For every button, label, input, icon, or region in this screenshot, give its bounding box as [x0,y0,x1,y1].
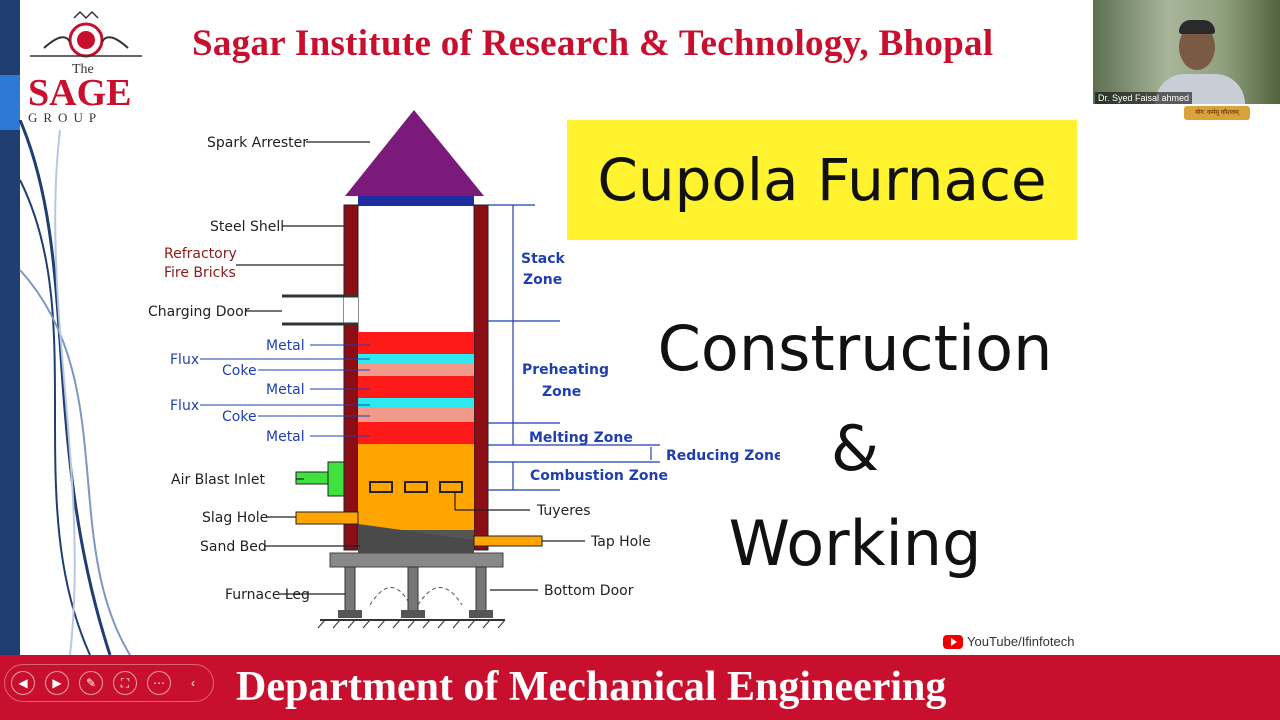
label-combustion-zone: Combustion Zone [530,468,668,484]
label-preheating-zone-1: Preheating [522,362,609,378]
tuyere-1 [369,481,393,493]
tap-hole [473,535,543,547]
label-tap-hole: Tap Hole [590,534,651,550]
air-blast-inlet [295,471,329,485]
label-charging-door: Charging Door [148,304,250,320]
institute-title: Sagar Institute of Research & Technology… [192,23,994,64]
label-refractory-1: Refractory [164,246,237,262]
decorative-curves [18,120,131,656]
charging-door-gap [344,296,358,324]
sage-logo: The SAGE GROUP [24,10,144,128]
furnace-leg-1 [344,566,356,613]
college-badge: योग: कर्मसु कौशलम् [1184,106,1250,120]
layer-coke-1 [358,364,474,376]
tuyere-3 [439,481,463,493]
cupola-title: Cupola Furnace [597,146,1047,214]
spark-arrester-roof [345,110,484,196]
crest-icon [30,10,142,58]
spark-arrester-base [358,196,474,206]
combustion-bed [358,444,474,530]
label-stack-zone-2: Zone [523,272,562,288]
left-decor-accent [0,75,20,130]
department-title: Department of Mechanical Engineering [236,664,947,710]
label-metal-1: Metal [266,338,305,354]
furnace-leg-2 [407,566,419,613]
label-melting-zone: Melting Zone [529,430,633,446]
layer-metal-3 [358,422,474,444]
furnace-leg-3 [475,566,487,613]
label-slag-hole: Slag Hole [202,510,268,526]
previous-slide-button[interactable]: ◀ [11,671,35,695]
layer-coke-2 [358,408,474,422]
logo-the: The [72,62,94,77]
layer-flux-1 [358,354,474,364]
label-stack-zone-1: Stack [521,251,566,267]
label-preheating-zone-2: Zone [542,384,581,400]
bottom-door-arc [369,587,411,606]
participant-hair [1179,20,1215,34]
label-furnace-leg: Furnace Leg [225,587,310,603]
label-metal-3: Metal [266,429,305,445]
label-tuyeres: Tuyeres [536,503,591,519]
cupola-furnace-diagram: Spark Arrester Steel Shell Refractory Fi… [148,110,780,629]
label-spark-arrester: Spark Arrester [207,135,308,151]
more-options-button[interactable]: ⋯ [147,671,171,695]
youtube-icon [943,634,963,649]
label-refractory-2: Fire Bricks [164,265,236,281]
watermark-text: YouTube/Ifinfotech [967,634,1075,649]
label-flux-2: Flux [170,398,199,414]
layer-metal-2 [358,376,474,398]
layer-flux-2 [358,398,474,408]
presentation-toolbar: ◀ ▶ ✎ ⛶ ⋯ ‹ [4,664,214,702]
logo-group: GROUP [28,110,103,125]
pen-tool-button[interactable]: ✎ [79,671,103,695]
tuyere-2 [404,481,428,493]
layer-metal-1 [358,332,474,354]
zoom-button[interactable]: ⛶ [113,671,137,695]
next-slide-button[interactable]: ▶ [45,671,69,695]
label-reducing-zone: Reducing Zone [666,448,780,464]
label-bottom-door: Bottom Door [544,583,634,599]
logo-sage: SAGE [28,72,132,114]
label-flux-1: Flux [170,352,199,368]
youtube-watermark: YouTube/Ifinfotech [943,634,1074,649]
collapse-toolbar-button[interactable]: ‹ [191,676,195,690]
heading-working: Working [728,507,982,580]
cupola-title-box: Cupola Furnace [567,120,1077,240]
left-shell-wall [343,204,359,551]
label-coke-1: Coke [222,363,257,379]
participant-video[interactable]: Dr. Syed Faisal ahmed [1093,0,1280,104]
label-metal-2: Metal [266,382,305,398]
label-sand-bed: Sand Bed [200,539,267,555]
left-decor-strip [0,0,20,655]
label-air-blast-inlet: Air Blast Inlet [171,472,265,488]
base-plate [329,552,504,568]
right-shell-wall [473,204,489,551]
label-coke-2: Coke [222,409,257,425]
heading-construction: Construction [657,312,1053,385]
slag-hole [295,511,359,525]
participant-name: Dr. Syed Faisal ahmed [1095,92,1193,104]
label-steel-shell: Steel Shell [210,219,284,235]
heading-ampersand: & [830,412,880,485]
